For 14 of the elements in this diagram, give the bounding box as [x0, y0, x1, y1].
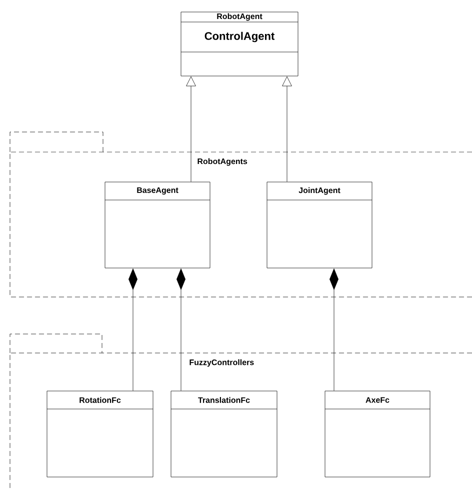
class-box: JointAgent	[266, 182, 372, 268]
generalization-arrow	[186, 76, 196, 182]
class-box: AxeFc	[324, 390, 430, 478]
class-box: TranslationFc	[170, 390, 278, 478]
composition-line	[128, 268, 138, 391]
generalization-arrow	[282, 76, 292, 182]
package-name: RobotAgents	[198, 158, 248, 166]
composition-line	[176, 268, 186, 391]
class-box: RotationFc	[46, 390, 154, 478]
composition-line	[330, 268, 338, 391]
class-box: RobotAgent ControlAgent	[180, 12, 298, 76]
class-box: BaseAgent	[104, 182, 210, 268]
package-frame	[10, 132, 472, 298]
package-name: FuzzyControllers	[190, 359, 254, 367]
